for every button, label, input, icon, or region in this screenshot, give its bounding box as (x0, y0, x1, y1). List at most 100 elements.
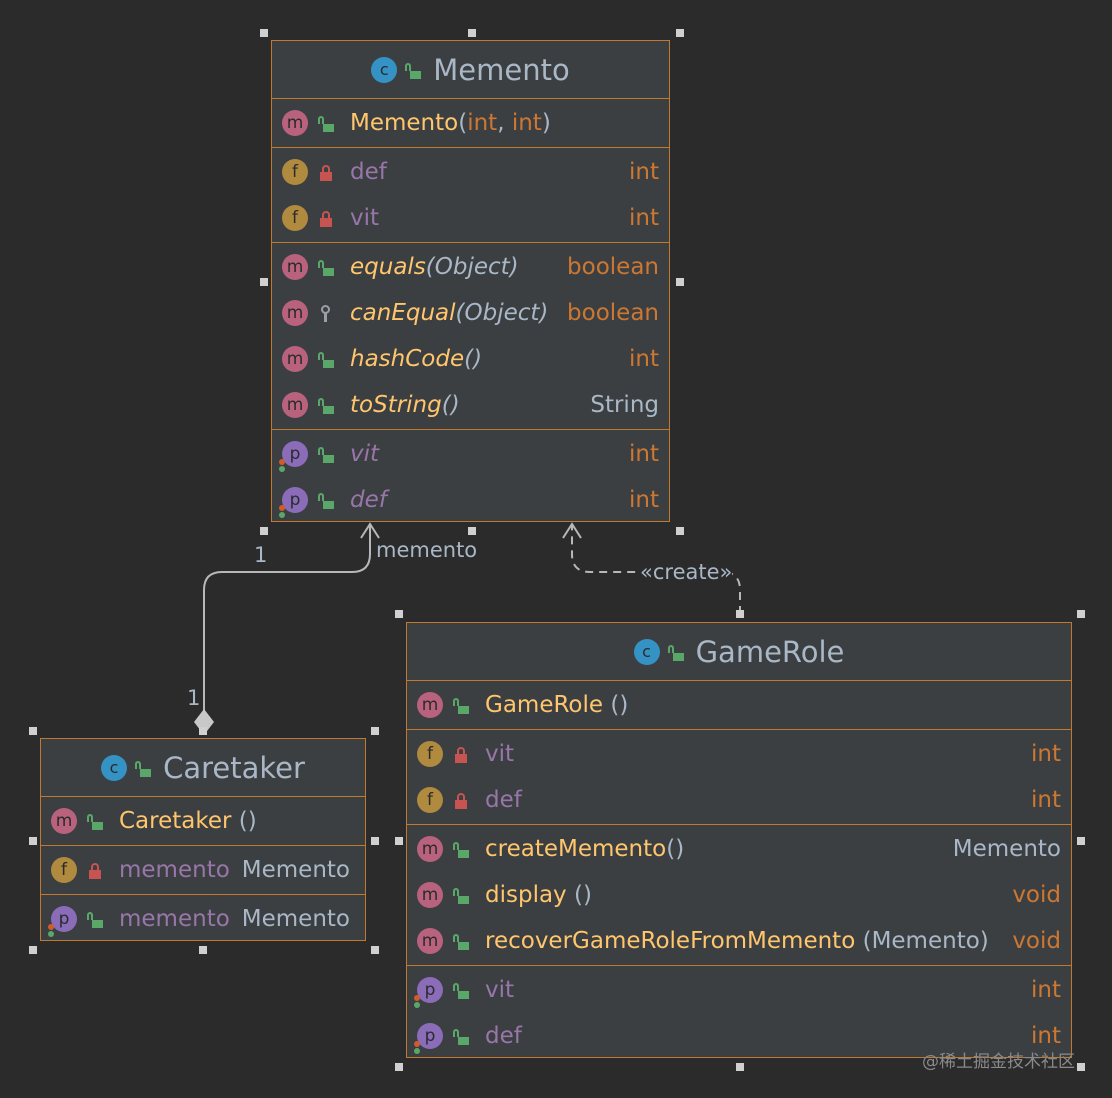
multiplicity-target: 1 (187, 686, 201, 710)
field-row[interactable]: f vit int (407, 731, 1071, 777)
public-icon (453, 840, 469, 858)
selection-handle[interactable] (1077, 837, 1085, 845)
field-name: def (485, 787, 522, 813)
method-row[interactable]: m display () void (407, 872, 1071, 918)
constructor-row[interactable]: m GameRole () (407, 682, 1071, 728)
field-icon: f (417, 741, 443, 767)
property-name: def (350, 487, 387, 513)
selection-handle[interactable] (676, 527, 684, 535)
package-key-icon (318, 304, 334, 322)
selection-handle[interactable] (395, 1063, 403, 1071)
memento-class[interactable]: c Memento m Memento(int, int) f def int … (271, 40, 670, 522)
selection-handle[interactable] (260, 527, 268, 535)
fields-section: f def int f vit int (272, 148, 669, 243)
method-row[interactable]: m toString() String (272, 382, 669, 428)
selection-handle[interactable] (676, 29, 684, 37)
property-type: Memento (241, 906, 350, 932)
public-icon (135, 759, 152, 777)
field-name: vit (350, 205, 380, 231)
selection-handle[interactable] (371, 727, 379, 735)
public-icon (405, 61, 422, 79)
field-row[interactable]: f def int (407, 777, 1071, 823)
field-name: memento (119, 857, 230, 883)
selection-handle[interactable] (468, 527, 476, 535)
property-type: int (629, 441, 659, 467)
method-row[interactable]: m equals(Object) boolean (272, 244, 669, 290)
selection-handle[interactable] (29, 727, 37, 735)
property-row[interactable]: p def int (272, 477, 669, 523)
property-type: int (1031, 977, 1061, 1003)
field-row[interactable]: f vit int (272, 195, 669, 241)
method-icon: m (282, 392, 308, 418)
constructor-row[interactable]: m Caretaker () (41, 798, 365, 844)
property-name: vit (485, 977, 515, 1003)
selection-handle[interactable] (736, 1063, 744, 1071)
selection-handle[interactable] (1077, 1063, 1085, 1071)
property-row[interactable]: p vit int (407, 967, 1071, 1013)
method-return-type: void (1012, 928, 1061, 954)
method-icon: m (282, 300, 308, 326)
watermark: @稀土掘金技术社区 (922, 1052, 1075, 1072)
selection-handle[interactable] (395, 837, 403, 845)
properties-section: p vit int p def int (272, 430, 669, 524)
private-lock-icon (87, 861, 103, 879)
property-icon: p (414, 977, 443, 1008)
property-icon: p (279, 441, 308, 472)
private-lock-icon (318, 163, 334, 181)
paren-close: ) (541, 110, 551, 136)
method-row[interactable]: m hashCode() int (272, 336, 669, 382)
property-icon: p (48, 906, 77, 937)
selection-handle[interactable] (371, 946, 379, 954)
fields-section: f vit int f def int (407, 730, 1071, 825)
field-type: int (1031, 741, 1061, 767)
selection-handle[interactable] (371, 837, 379, 845)
method-name: equals (350, 254, 426, 280)
method-return-type: boolean (567, 300, 659, 326)
field-row[interactable]: f memento Memento (41, 847, 365, 893)
method-row[interactable]: m recoverGameRoleFromMemento (Memento) v… (407, 918, 1071, 964)
public-icon (318, 350, 334, 368)
selection-handle[interactable] (1077, 610, 1085, 618)
selection-handle[interactable] (29, 837, 37, 845)
caretaker-class[interactable]: c Caretaker m Caretaker () f memento Mem… (40, 738, 366, 941)
method-params: (Object) (425, 254, 519, 280)
class-title: Memento (433, 52, 570, 87)
field-type: int (1031, 787, 1061, 813)
public-icon (453, 886, 469, 904)
method-name: canEqual (350, 300, 456, 326)
property-row[interactable]: p memento Memento (41, 896, 365, 942)
method-icon: m (51, 808, 77, 834)
property-name: def (485, 1023, 522, 1049)
gamerole-class[interactable]: c GameRole m GameRole () f vit int f def… (406, 622, 1072, 1058)
selection-handle[interactable] (736, 610, 744, 618)
field-icon: f (282, 159, 308, 185)
selection-handle[interactable] (395, 610, 403, 618)
method-icon: m (417, 882, 443, 908)
property-name: memento (119, 906, 230, 932)
selection-handle[interactable] (468, 29, 476, 37)
selection-handle[interactable] (260, 278, 268, 286)
selection-handle[interactable] (199, 727, 207, 735)
method-name: createMemento (485, 836, 667, 862)
constructors-section: m GameRole () (407, 681, 1071, 730)
association-arrowhead (360, 522, 380, 539)
method-icon: m (417, 928, 443, 954)
method-row[interactable]: m canEqual(Object) boolean (272, 290, 669, 336)
property-row[interactable]: p def int (407, 1013, 1071, 1059)
selection-handle[interactable] (676, 278, 684, 286)
method-params: (Memento) (855, 928, 989, 954)
selection-handle[interactable] (260, 29, 268, 37)
selection-handle[interactable] (29, 946, 37, 954)
constructors-section: m Memento(int, int) (272, 99, 669, 148)
constructor-name: GameRole (485, 692, 604, 718)
field-name: vit (485, 741, 515, 767)
class-icon: c (371, 56, 398, 83)
method-row[interactable]: m createMemento() Memento (407, 826, 1071, 872)
methods-section: m createMemento() Memento m display () v… (407, 825, 1071, 966)
property-row[interactable]: p vit int (272, 431, 669, 477)
constructor-row[interactable]: m Memento(int, int) (272, 100, 669, 146)
field-row[interactable]: f def int (272, 149, 669, 195)
method-params: () (464, 346, 483, 372)
selection-handle[interactable] (199, 946, 207, 954)
method-name: hashCode (350, 346, 465, 372)
